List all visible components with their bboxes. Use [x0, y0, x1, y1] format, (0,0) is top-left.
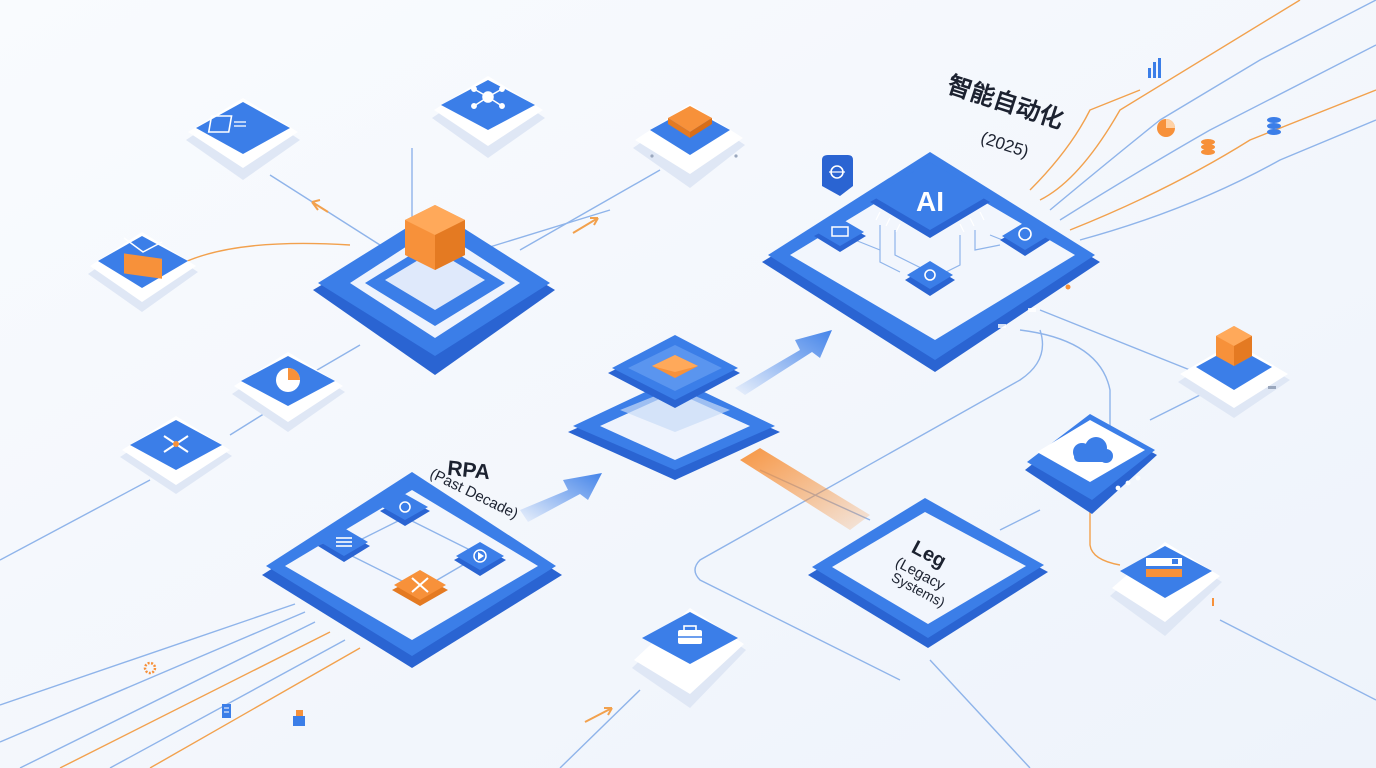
top-cube-tile	[633, 104, 745, 188]
pie-chart-tile	[232, 352, 345, 432]
ai-hub-node: AI	[762, 152, 1100, 372]
arrow-to-ai	[735, 330, 832, 395]
bug-icon	[822, 155, 853, 196]
list-node-icon	[318, 528, 370, 562]
network-hub-icon	[471, 86, 505, 109]
server-icon	[1146, 558, 1182, 577]
rpa-hub-node	[262, 472, 562, 668]
hub-a-core-node	[313, 205, 555, 375]
document-icon	[222, 704, 231, 718]
pie-chart-icon	[276, 368, 300, 392]
legacy-systems-node	[808, 498, 1048, 648]
cloud-tile	[1025, 414, 1157, 514]
arrow-rpa-to-hub	[520, 473, 602, 522]
circuit-chip-icon	[905, 261, 955, 296]
toolbox-icon	[678, 625, 702, 644]
cube-icon	[668, 106, 712, 138]
rpa-title: RPA	[446, 457, 491, 484]
server-tile	[1110, 542, 1222, 636]
chip-left-icon	[814, 218, 866, 252]
coins-icon	[1201, 139, 1215, 155]
tools-node-icon	[392, 570, 448, 606]
pie-chart-icon	[1157, 119, 1175, 137]
ai-chip-label: AI	[916, 186, 944, 217]
gear-icon	[143, 661, 157, 675]
email-tile	[88, 232, 198, 312]
email-icon	[123, 237, 163, 279]
right-cube-tile	[1178, 326, 1290, 418]
gear-node-icon	[380, 494, 430, 526]
bar-chart-icon	[1148, 58, 1161, 78]
toolbox-tile	[632, 608, 746, 708]
brain-chip-icon	[1000, 222, 1050, 256]
cube-icon	[1216, 326, 1252, 366]
network-hub-tile	[432, 76, 545, 158]
shuffle-icon	[163, 435, 189, 453]
folder-icon	[293, 710, 305, 726]
database-icon	[1267, 117, 1281, 135]
hub-b-center-node	[568, 335, 780, 480]
orange-flow-beam	[740, 448, 870, 530]
play-node-icon	[454, 542, 506, 576]
shuffle-tile	[120, 416, 232, 494]
checklist-tile	[186, 98, 300, 180]
flow-arrows	[311, 199, 613, 723]
cloud-icon	[1073, 437, 1113, 463]
checklist-icon	[207, 115, 246, 133]
